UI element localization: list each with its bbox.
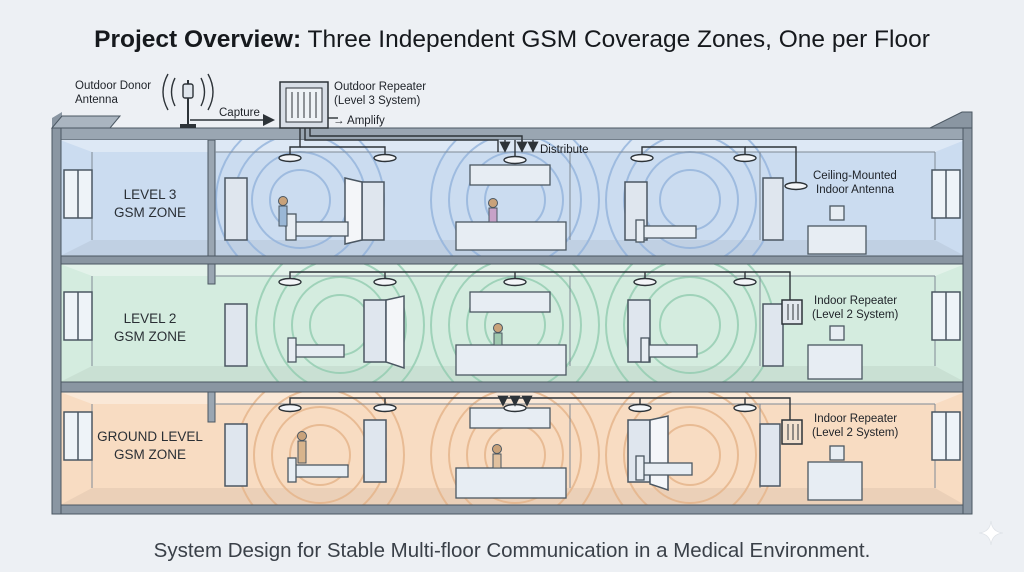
furniture xyxy=(285,164,867,501)
donor-antenna-icon xyxy=(162,73,214,128)
left-wall xyxy=(51,127,62,515)
footer-caption: System Design for Stable Multi-floor Com… xyxy=(153,539,871,562)
zone-label-level3-line2: GSM ZONE xyxy=(114,205,186,220)
capture-label: Capture xyxy=(219,107,260,119)
title-rest: Three Independent GSM Coverage Zones, On… xyxy=(301,26,930,53)
outdoor-repeater-icon xyxy=(279,81,329,129)
zone-label-level2-line1: LEVEL 2 xyxy=(124,311,177,326)
indoor-repeater-ground-label-2: (Level 2 System) xyxy=(812,427,898,439)
ceiling-antennas xyxy=(278,153,808,413)
indoor-repeater-ground-icon xyxy=(781,419,803,445)
sparkle-icon xyxy=(978,520,1004,546)
zone-label-ground-line1: GROUND LEVEL xyxy=(97,429,203,444)
donor-antenna-label-2: Antenna xyxy=(75,94,118,106)
ceiling-antenna-label-1: Ceiling-Mounted xyxy=(813,170,897,182)
page-title: Project Overview: Three Independent GSM … xyxy=(0,26,1024,54)
indoor-repeater-l2-label-1: Indoor Repeater xyxy=(814,295,897,307)
ceiling-antenna-label-2: Indoor Antenna xyxy=(816,184,895,196)
right-wall xyxy=(962,127,973,515)
donor-antenna-label-1: Outdoor Donor xyxy=(75,80,151,92)
indoor-repeater-ground-label-1: Indoor Repeater xyxy=(814,413,897,425)
roof xyxy=(50,111,973,141)
distribute-label: Distribute xyxy=(540,144,589,156)
zone-label-ground-line2: GSM ZONE xyxy=(114,447,186,462)
zone-label-level2-line2: GSM ZONE xyxy=(114,329,186,344)
indoor-repeater-l2-label-2: (Level 2 System) xyxy=(812,309,898,321)
outdoor-repeater-label-1: Outdoor Repeater xyxy=(334,81,426,93)
indoor-repeater-l2-icon xyxy=(781,299,803,325)
zone-label-level3-line1: LEVEL 3 xyxy=(124,187,177,202)
distribute-arrows xyxy=(497,140,539,407)
people xyxy=(278,196,503,469)
outdoor-repeater-label-2: (Level 3 System) xyxy=(334,95,420,107)
title-bold: Project Overview: xyxy=(94,26,302,53)
windows xyxy=(63,169,961,461)
partitions xyxy=(207,139,216,423)
doors xyxy=(224,177,784,492)
amplify-label: → Amplify xyxy=(333,115,385,127)
